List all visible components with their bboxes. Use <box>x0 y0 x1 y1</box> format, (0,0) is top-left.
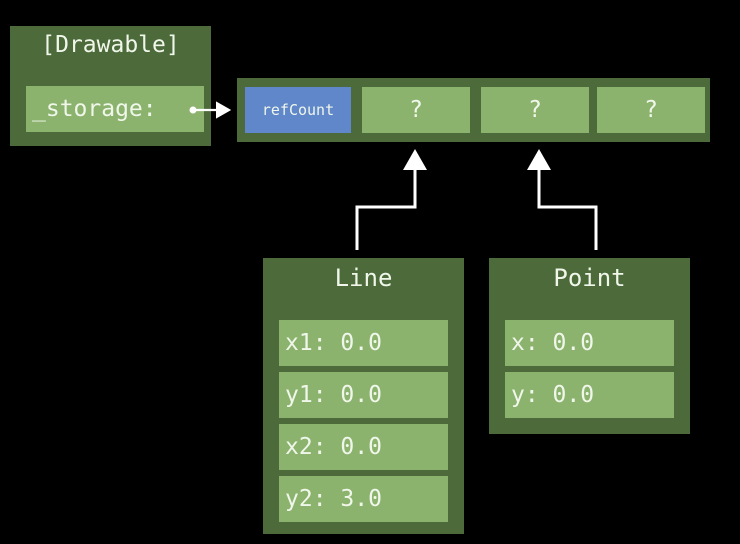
drawable-box: [Drawable] _storage: <box>10 26 211 146</box>
line-field-y1: y1: 0.0 <box>279 372 448 418</box>
line-field-x2: x2: 0.0 <box>279 424 448 470</box>
buffer-slot-label: ? <box>409 97 423 123</box>
point-field-x-text: x: 0.0 <box>511 330 595 356</box>
line-field-y1-text: y1: 0.0 <box>285 382 382 408</box>
buffer-slot: ? <box>597 87 705 133</box>
line-title: Line <box>334 264 393 292</box>
line-field-x2-text: x2: 0.0 <box>285 434 382 460</box>
buffer-slot: ? <box>362 87 470 133</box>
line-box: Line x1: 0.0 y1: 0.0 x2: 0.0 y2: 3.0 <box>263 258 464 534</box>
buffer-slot-label: ? <box>528 97 542 123</box>
point-field-y-text: y: 0.0 <box>511 382 595 408</box>
point-box: Point x: 0.0 y: 0.0 <box>489 258 690 434</box>
storage-label: _storage: <box>32 96 157 122</box>
refcount-label: refCount <box>261 101 335 119</box>
point-title: Point <box>553 264 626 292</box>
drawable-title: [Drawable] <box>41 32 180 58</box>
point-field-y: y: 0.0 <box>505 372 674 418</box>
storage-buffer: refCount ? ? ? <box>237 78 710 142</box>
buffer-slot: ? <box>481 87 589 133</box>
point-to-slot-arrow <box>527 149 598 250</box>
refcount-cell: refCount <box>245 87 351 133</box>
line-field-y2-text: y2: 3.0 <box>285 486 382 512</box>
point-field-x: x: 0.0 <box>505 320 674 366</box>
storage-field: _storage: <box>26 86 204 132</box>
line-field-x1-text: x1: 0.0 <box>285 330 382 356</box>
line-field-y2: y2: 3.0 <box>279 476 448 522</box>
line-to-slot-arrow <box>355 149 427 250</box>
buffer-slot-label: ? <box>644 97 658 123</box>
line-field-x1: x1: 0.0 <box>279 320 448 366</box>
